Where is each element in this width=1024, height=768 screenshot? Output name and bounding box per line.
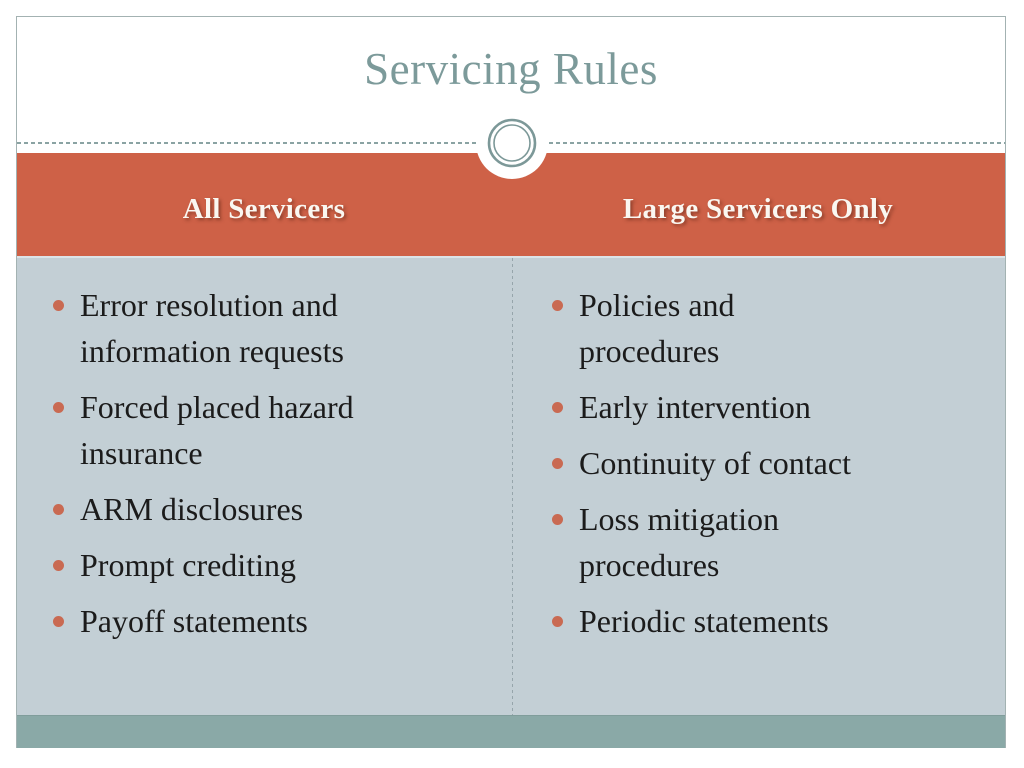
slide: Servicing Rules All Servicers Large Serv…	[16, 16, 1006, 748]
bullet-list-all-servicers: Error resolution and information request…	[53, 282, 471, 644]
bullet-item: Continuity of contact	[552, 440, 895, 486]
bullet-item: Periodic statements	[552, 598, 895, 644]
column-divider-dashed-line	[512, 258, 513, 715]
bullet-item: Early intervention	[552, 384, 895, 430]
content-panel: Error resolution and information request…	[17, 256, 1005, 715]
bullet-item: Error resolution and information request…	[53, 282, 471, 374]
bullet-item: Policies and procedures	[552, 282, 895, 374]
column-header-label-all-servicers: All Servicers	[182, 193, 346, 225]
slide-title: Servicing Rules	[364, 44, 658, 94]
bullet-item: Forced placed hazard insurance	[53, 384, 471, 476]
bullet-item: Payoff statements	[53, 598, 471, 644]
bullet-item: ARM disclosures	[53, 486, 471, 532]
column-all-servicers: Error resolution and information request…	[17, 258, 511, 715]
double-ring-circle-icon	[487, 118, 537, 168]
bullet-item: Loss mitigation procedures	[552, 496, 895, 588]
column-header-right: Large Servicers Only	[511, 153, 1005, 256]
footer-accent-strip	[17, 715, 1005, 748]
column-header-label-large-servicers-only: Large Servicers Only	[622, 193, 894, 225]
bullet-item: Prompt crediting	[53, 542, 471, 588]
column-header-left: All Servicers	[17, 153, 511, 256]
column-header-band: All Servicers Large Servicers Only	[17, 153, 1005, 256]
